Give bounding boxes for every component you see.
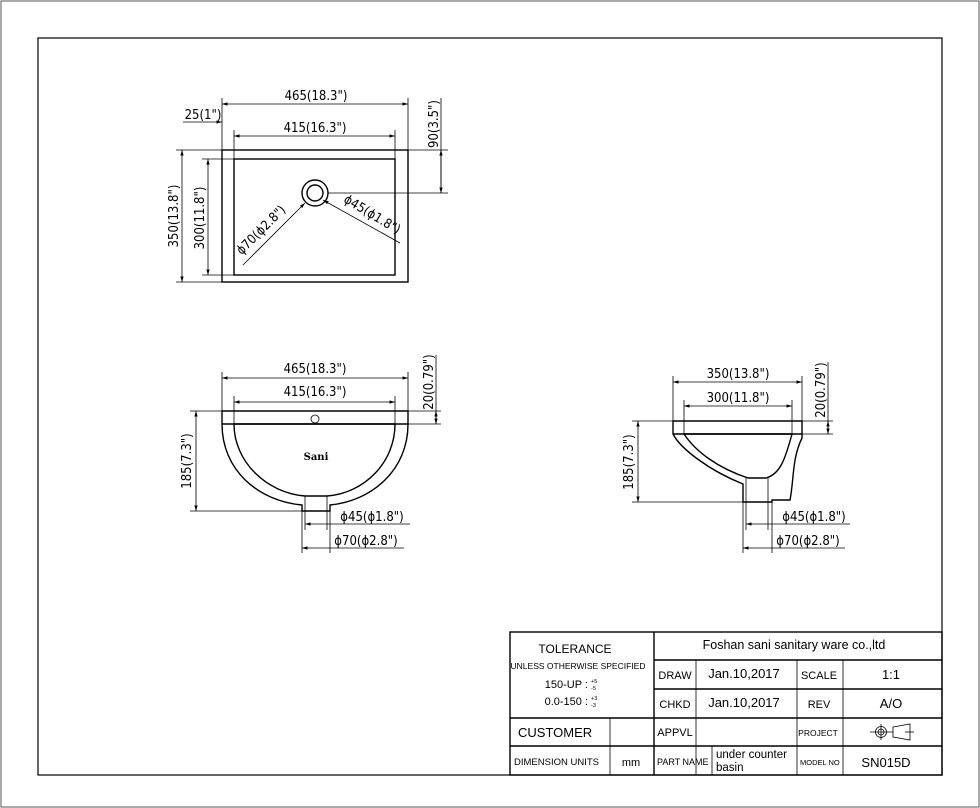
draw-label: DRAW [658, 670, 692, 682]
appvl-label: APPVL [657, 727, 692, 739]
front-view: Sani 465(18.3") 415(16.3") 20(0.79") 185… [180, 354, 441, 553]
part-name-value-2: basin [716, 762, 744, 774]
top-view-drain-outer [301, 179, 329, 207]
dimension-units-value: mm [622, 757, 640, 769]
tolerance-line-1-sub: -5 [591, 686, 596, 692]
tolerance-line-1: 150-UP : [545, 679, 588, 691]
scale-value: 1:1 [882, 667, 900, 682]
top-inner-depth-label: 300(11.8") [193, 187, 208, 250]
part-name-value-1: under counter [716, 749, 787, 761]
front-overall-width-label: 465(18.3") [284, 362, 347, 377]
tolerance-line-2-sup: +3 [591, 696, 597, 702]
tolerance-line-2: 0.0-150 : [545, 696, 588, 708]
company-name: Foshan sani sanitary ware co.,ltd [703, 638, 886, 652]
side-drain-inner-label: ϕ45(ϕ1.8") [782, 510, 845, 525]
top-overall-width-label: 465(18.3") [285, 89, 348, 104]
part-name-label: PART NAME [657, 757, 709, 767]
top-view-inner-bowl [233, 158, 396, 276]
side-overall-width-label: 350(13.8") [707, 367, 770, 382]
tolerance-line-2-sub: -3 [591, 703, 596, 709]
side-drain-outer-label: ϕ70(ϕ2.8") [776, 534, 839, 549]
top-overall-depth-label: 350(13.8") [167, 185, 182, 248]
drawing-frame [37, 37, 943, 776]
tolerance-line-1-sup: +5 [591, 679, 597, 685]
top-drain-outer-label: ϕ70(ϕ2.8") [234, 203, 289, 258]
top-view-outer-rim [221, 149, 409, 283]
project-label: PROJECT [798, 728, 838, 738]
side-view: 350(13.8") 300(11.8") 20(0.79") 185(7.3"… [622, 362, 850, 553]
front-view-overflow-hole [310, 414, 320, 424]
front-height-label: 185(7.3") [180, 433, 195, 488]
rev-label: REV [808, 699, 831, 711]
front-inner-width-label: 415(16.3") [284, 385, 347, 400]
front-rim-height-label: 20(0.79") [422, 354, 437, 409]
front-drain-outer-label: ϕ70(ϕ2.8") [334, 534, 397, 549]
front-drain-inner-label: ϕ45(ϕ1.8") [340, 510, 403, 525]
top-drain-offset-label: 90(3.5") [427, 100, 442, 148]
unless-specified-label: UNLESS OTHERWISE SPECIFIED [511, 661, 646, 671]
title-block: TOLERANCE UNLESS OTHERWISE SPECIFIED 150… [509, 631, 943, 776]
scale-label: SCALE [801, 670, 837, 682]
rev-value: A/O [880, 696, 902, 711]
customer-label: CUSTOMER [518, 725, 592, 740]
draw-date: Jan.10,2017 [708, 666, 780, 681]
front-view-inner-bowl [233, 423, 396, 497]
side-height-label: 185(7.3") [622, 434, 637, 489]
top-inner-width-label: 415(16.3") [284, 121, 347, 136]
model-no-value: SN015D [861, 755, 910, 770]
projection-symbol-icon [870, 723, 914, 741]
side-rim-height-label: 20(0.79") [814, 362, 829, 417]
top-view: 465(18.3") 415(16.3") 25(1") 90(3.5") 35… [167, 89, 448, 283]
model-no-label: MODEL NO [800, 758, 840, 767]
chkd-label: CHKD [659, 699, 690, 711]
top-view-drain-inner [306, 184, 324, 202]
tolerance-label: TOLERANCE [538, 642, 611, 656]
top-rim-label: 25(1") [185, 108, 222, 123]
side-inner-width-label: 300(11.8") [707, 391, 770, 406]
side-view-inner-bowl [682, 433, 793, 479]
front-view-logo: Sani [304, 452, 329, 463]
dimension-units-label: DIMENSION UNITS [514, 757, 599, 768]
chkd-date: Jan.10,2017 [708, 695, 780, 710]
